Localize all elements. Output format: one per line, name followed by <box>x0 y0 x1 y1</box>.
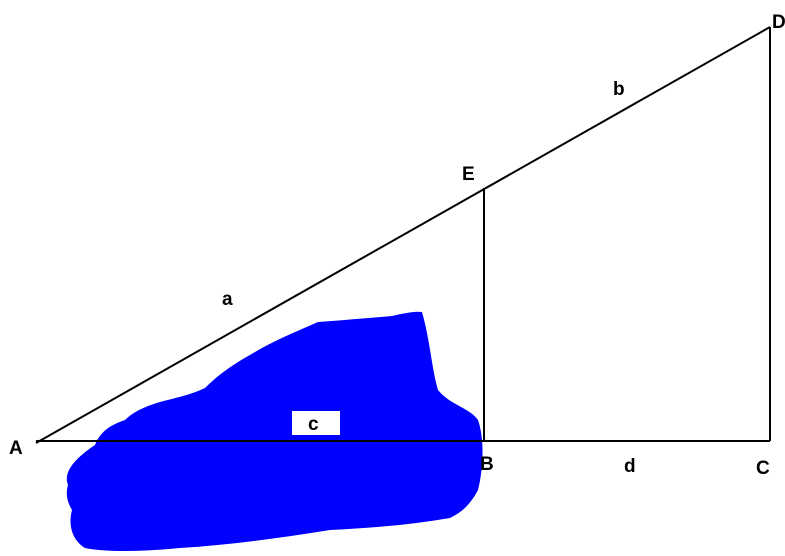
point-label-C: C <box>756 458 770 479</box>
segment-label-c-box <box>292 411 340 435</box>
segment-AD <box>35 26 771 444</box>
point-label-D: D <box>772 12 785 33</box>
point-label-E: E <box>462 164 475 185</box>
lake-region <box>66 311 483 551</box>
segment-label-a: a <box>222 289 233 310</box>
segment-label-b: b <box>613 79 625 100</box>
point-label-A: A <box>9 438 23 459</box>
segment-label-c: c <box>308 414 319 435</box>
point-label-B: B <box>480 454 494 475</box>
segment-label-d: d <box>624 456 636 477</box>
